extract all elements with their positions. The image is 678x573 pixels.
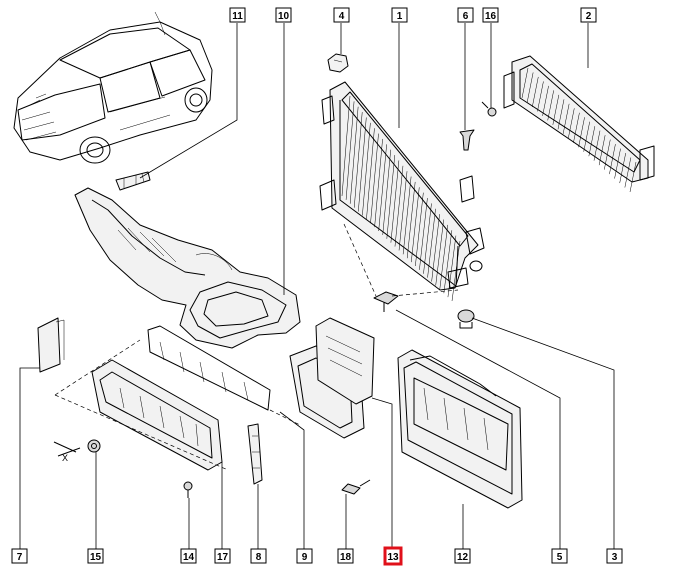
svg-text:11: 11 <box>232 11 243 22</box>
svg-text:5: 5 <box>557 552 563 563</box>
part-7-panel <box>37 317 65 373</box>
part-16-screw <box>481 101 497 117</box>
part-5-mount <box>373 291 399 312</box>
callout-14[interactable]: 14 <box>180 548 197 564</box>
part-14-bolt <box>183 481 193 498</box>
part-1-radiator <box>319 81 485 302</box>
part-3-rubber-mount <box>457 309 475 329</box>
alignment-lines <box>54 223 459 471</box>
part-6-fastener <box>459 129 475 151</box>
svg-text:7: 7 <box>17 552 23 563</box>
svg-text:9: 9 <box>302 552 308 563</box>
svg-text:18: 18 <box>340 552 352 563</box>
svg-text:8: 8 <box>256 552 262 563</box>
callout-7[interactable]: 7 <box>11 548 28 564</box>
svg-text:4: 4 <box>339 11 345 22</box>
callout-13[interactable]: 13 <box>383 546 403 566</box>
callout-11[interactable]: 11 <box>229 7 246 23</box>
callout-10[interactable]: 10 <box>275 7 292 23</box>
svg-text:10: 10 <box>278 11 290 22</box>
callout-15[interactable]: 15 <box>87 548 104 564</box>
callout-2[interactable]: 2 <box>580 7 597 23</box>
part-18-clip <box>341 479 371 495</box>
svg-text:12: 12 <box>457 552 469 563</box>
svg-text:17: 17 <box>217 552 229 563</box>
part-12-front-frame <box>397 349 523 509</box>
svg-text:6: 6 <box>463 11 469 22</box>
svg-text:1: 1 <box>397 11 403 22</box>
svg-text:16: 16 <box>485 11 497 22</box>
svg-text:3: 3 <box>612 552 618 563</box>
svg-text:2: 2 <box>586 11 592 22</box>
svg-text:15: 15 <box>90 552 102 563</box>
callout-1[interactable]: 1 <box>391 7 408 23</box>
svg-text:13: 13 <box>387 552 399 563</box>
part-17-lower-frame <box>91 325 271 471</box>
svg-text:14: 14 <box>183 552 195 563</box>
part-10-air-guide <box>74 187 301 349</box>
callout-16[interactable]: 16 <box>482 7 499 23</box>
callout-4[interactable]: 4 <box>333 7 350 23</box>
part-15-nut: X <box>53 439 101 463</box>
part-8-strip <box>247 423 263 485</box>
part-4-clip <box>327 53 349 73</box>
leader-lines <box>19 23 615 549</box>
callout-8[interactable]: 8 <box>250 548 267 564</box>
vehicle-illustration <box>13 11 213 164</box>
callout-5[interactable]: 5 <box>551 548 568 564</box>
callout-3[interactable]: 3 <box>606 548 623 564</box>
callout-18[interactable]: 18 <box>337 548 354 564</box>
part-9-air-duct <box>289 317 375 439</box>
x-mark: X <box>62 453 68 463</box>
callout-6[interactable]: 6 <box>457 7 474 23</box>
callout-9[interactable]: 9 <box>296 548 313 564</box>
callout-17[interactable]: 17 <box>214 548 231 564</box>
part-11-bracket <box>115 171 151 191</box>
callout-12[interactable]: 12 <box>454 548 471 564</box>
part-2-condenser <box>503 55 655 193</box>
